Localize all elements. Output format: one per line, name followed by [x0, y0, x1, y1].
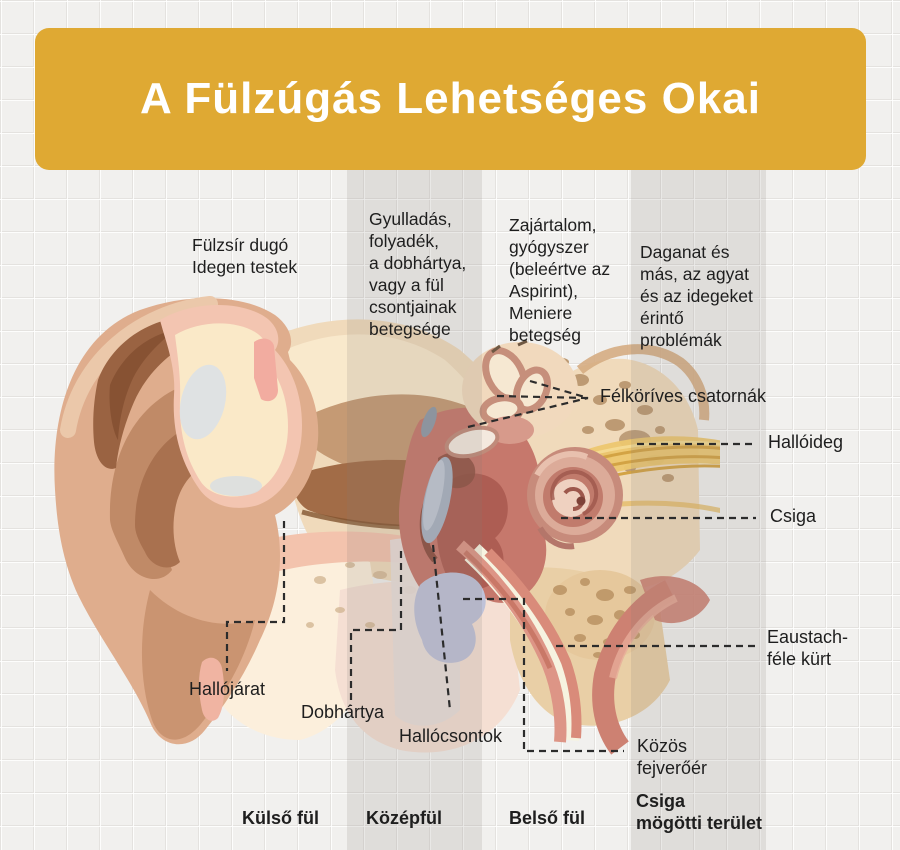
region-label-retrocochlear: Csiga mögötti terület — [636, 791, 762, 833]
cochlea-shape — [527, 447, 623, 550]
title-banner: A Fülzúgás Lehetséges Okai — [35, 28, 866, 170]
label-carotid-artery: Közös fejverőér — [637, 736, 708, 778]
note-inner-ear-causes: Zajártalom, gyógyszer (beleértve az Aspi… — [509, 215, 611, 345]
label-ossicles: Hallócsontok — [399, 726, 503, 746]
eardrum-shape — [421, 456, 453, 544]
retrocochlear-column-highlight — [631, 170, 766, 850]
label-eustachian-tube: Eaustach- féle kürt — [767, 627, 849, 669]
incus-shadow — [421, 406, 437, 438]
vestibule-shape — [444, 425, 500, 459]
label-auditory-nerve: Hallóideg — [768, 432, 844, 452]
region-label-inner-ear: Belső fül — [509, 808, 586, 828]
note-retrocochlear-causes: Daganat és más, az agyat és az idegeket … — [640, 242, 753, 350]
label-ear-canal: Hallójárat — [189, 679, 266, 699]
label-semicircular-canals: Félköríves csatornák — [600, 386, 767, 406]
note-middle-ear-causes: Gyulladás, folyadék, a dobhártya, vagy a… — [369, 209, 467, 339]
region-label-outer-ear: Külső fül — [242, 808, 319, 828]
middle-ear-column-highlight — [347, 170, 482, 850]
label-cochlea: Csiga — [770, 506, 817, 526]
region-label-middle-ear: Középfül — [366, 808, 442, 828]
label-eardrum: Dobhártya — [301, 702, 385, 722]
page-title: A Fülzúgás Lehetséges Okai — [140, 74, 761, 123]
note-outer-ear-causes: Fülzsír dugó Idegen testek — [192, 235, 298, 277]
